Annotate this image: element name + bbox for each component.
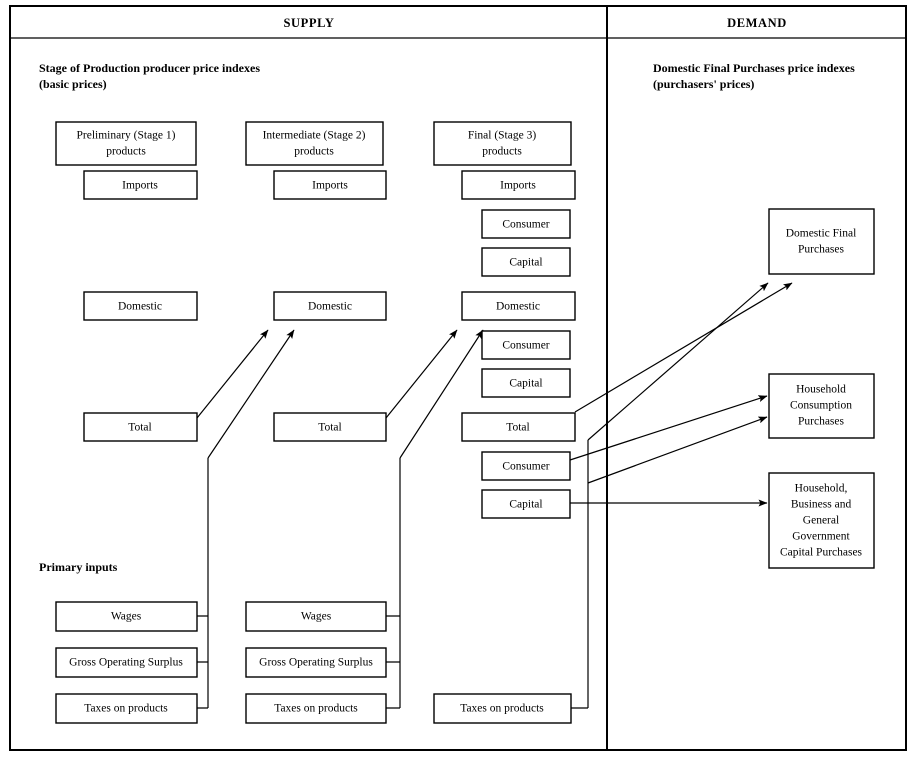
stage2-gross-operating-surplus-label: Gross Operating Surplus — [259, 657, 373, 669]
stage3-imports-capital-box[interactable]: Capital — [481, 247, 571, 277]
capital-purchases-box[interactable]: Household, Business and General Governme… — [768, 472, 875, 569]
domestic-final-purchases-line1: Domestic Final — [786, 228, 857, 240]
stage3-title-line2: products — [482, 146, 522, 158]
stage2-taxes-on-products-label: Taxes on products — [274, 703, 358, 715]
household-consumption-line1: Household — [796, 384, 846, 396]
stage3-total-capital-label: Capital — [509, 499, 542, 511]
household-consumption-line2: Consumption — [790, 400, 852, 412]
stage1-wages-box[interactable]: Wages — [55, 601, 198, 632]
stage2-total-to-stage3-domestic-arrow — [385, 329, 458, 419]
demand-caption-line2: (purchasers' prices) — [653, 77, 754, 91]
stage3-imports-consumer-label: Consumer — [502, 219, 549, 231]
stage3-taxes-to-household-consumption-arrow — [587, 416, 768, 484]
demand-header: DEMAND — [727, 16, 787, 30]
supply-header: SUPPLY — [283, 16, 334, 30]
capital-purchases-line5: Capital Purchases — [780, 547, 863, 559]
capital-purchases-line2: Business and — [791, 499, 852, 511]
stage2-wages-label: Wages — [301, 611, 332, 623]
stage1-imports-label: Imports — [122, 180, 158, 192]
stage3-domestic-box[interactable]: Domestic — [461, 291, 576, 321]
capital-purchases-line3: General — [803, 515, 839, 527]
stage2-gross-operating-surplus-box[interactable]: Gross Operating Surplus — [245, 647, 387, 678]
stage1-gross-operating-surplus-box[interactable]: Gross Operating Surplus — [55, 647, 198, 678]
stage2-primary-bracket — [386, 458, 401, 709]
outer-border — [9, 5, 907, 751]
stage1-total-to-stage2-domestic-arrow — [196, 329, 269, 419]
stage3-imports-label: Imports — [500, 180, 536, 192]
domestic-final-purchases-box[interactable]: Domestic Final Purchases — [768, 208, 875, 275]
stage3-domestic-consumer-label: Consumer — [502, 340, 549, 352]
stage1-products-box[interactable]: Preliminary (Stage 1) products — [55, 121, 197, 166]
stage1-domestic-box[interactable]: Domestic — [83, 291, 198, 321]
stage2-wages-box[interactable]: Wages — [245, 601, 387, 632]
stage2-imports-box[interactable]: Imports — [273, 170, 387, 200]
stage3-imports-capital-label: Capital — [509, 257, 542, 269]
stage1-taxes-on-products-box[interactable]: Taxes on products — [55, 693, 198, 724]
stage3-domestic-consumer-box[interactable]: Consumer — [481, 330, 571, 360]
stage1-title-line1: Preliminary (Stage 1) — [76, 130, 175, 142]
stage3-taxes-to-domestic-final-purchases-arrow — [587, 282, 769, 441]
stage2-domestic-label: Domestic — [308, 301, 352, 313]
stage1-domestic-label: Domestic — [118, 301, 162, 313]
stage1-imports-box[interactable]: Imports — [83, 170, 198, 200]
stage3-total-box[interactable]: Total — [461, 412, 576, 442]
stage2-total-box[interactable]: Total — [273, 412, 387, 442]
stage3-taxes-on-products-label: Taxes on products — [460, 703, 544, 715]
stage2-title-line2: products — [294, 146, 334, 158]
stage3-total-consumer-label: Consumer — [502, 461, 549, 473]
stage2-inputs-to-stage3-domestic-arrow — [399, 329, 484, 459]
stage3-imports-consumer-box[interactable]: Consumer — [481, 209, 571, 239]
stage3-total-label: Total — [506, 422, 529, 434]
stage3-taxes-bracket — [571, 440, 589, 709]
domestic-final-purchases-line2: Purchases — [798, 244, 845, 256]
stage1-total-label: Total — [128, 422, 151, 434]
stage2-total-label: Total — [318, 422, 341, 434]
primary-inputs-caption: Primary inputs — [39, 560, 118, 574]
supply-caption-line1: Stage of Production producer price index… — [39, 61, 260, 75]
stage3-consumer-to-household-consumption-arrow — [569, 395, 768, 461]
stage1-taxes-on-products-label: Taxes on products — [84, 703, 168, 715]
demand-caption-line1: Domestic Final Purchases price indexes — [653, 61, 855, 75]
stage1-title-line2: products — [106, 146, 146, 158]
stage2-title-line1: Intermediate (Stage 2) — [263, 130, 366, 142]
supply-caption-line2: (basic prices) — [39, 77, 107, 91]
household-consumption-purchases-box[interactable]: Household Consumption Purchases — [768, 373, 875, 439]
stage1-gross-operating-surplus-label: Gross Operating Surplus — [69, 657, 183, 669]
stage3-total-to-domestic-final-purchases-arrow — [574, 282, 793, 413]
household-consumption-line3: Purchases — [798, 416, 845, 428]
stage2-imports-label: Imports — [312, 180, 348, 192]
stage2-domestic-box[interactable]: Domestic — [273, 291, 387, 321]
stage2-products-box[interactable]: Intermediate (Stage 2) products — [245, 121, 384, 166]
stage1-inputs-to-stage2-domestic-arrow — [207, 329, 295, 459]
stage3-products-box[interactable]: Final (Stage 3) products — [433, 121, 572, 166]
stage1-wages-label: Wages — [111, 611, 142, 623]
capital-purchases-line1: Household, — [795, 483, 848, 495]
stage3-total-capital-box[interactable]: Capital — [481, 489, 571, 519]
stage2-taxes-on-products-box[interactable]: Taxes on products — [245, 693, 387, 724]
stage3-taxes-on-products-box[interactable]: Taxes on products — [433, 693, 572, 724]
stage3-domestic-label: Domestic — [496, 301, 540, 313]
stage3-domestic-capital-label: Capital — [509, 378, 542, 390]
stage3-total-consumer-box[interactable]: Consumer — [481, 451, 571, 481]
capital-purchases-line4: Government — [792, 531, 850, 543]
stage1-primary-bracket — [197, 458, 209, 709]
stage1-total-box[interactable]: Total — [83, 412, 198, 442]
stage3-domestic-capital-box[interactable]: Capital — [481, 368, 571, 398]
stage3-title-line1: Final (Stage 3) — [468, 130, 537, 142]
stage3-imports-box[interactable]: Imports — [461, 170, 576, 200]
